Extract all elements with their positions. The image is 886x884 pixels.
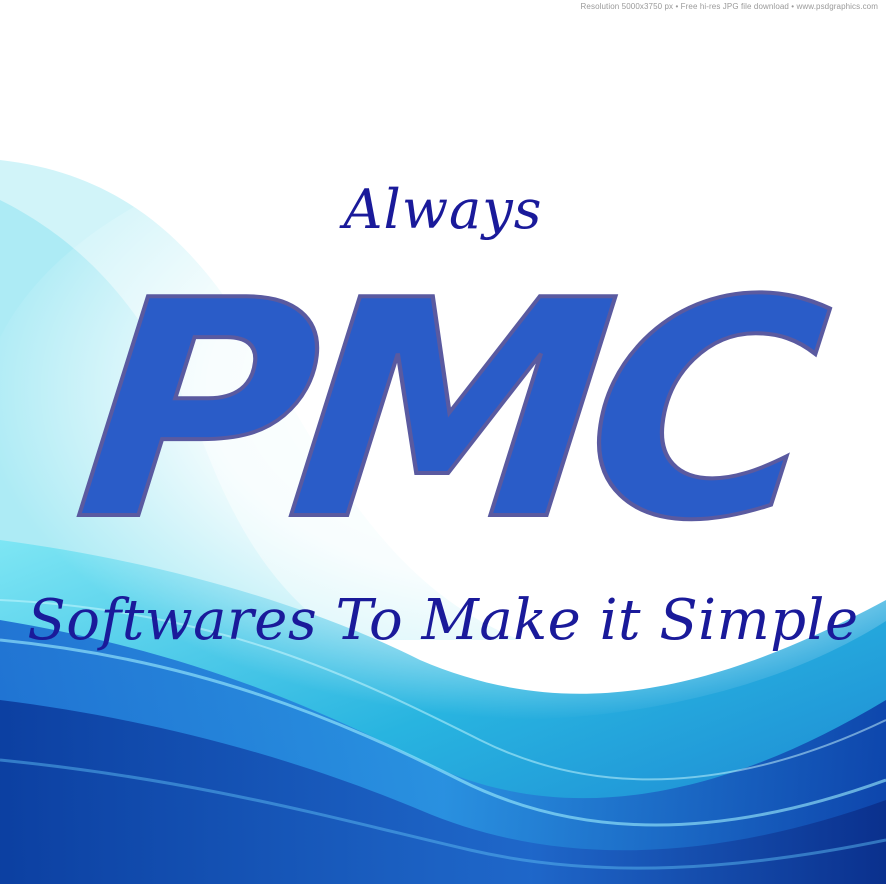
tagline-always: Always [343,178,543,241]
pmc-logo: PMC [0,235,886,588]
watermark-text: Resolution 5000x3750 px • Free hi-res JP… [580,2,878,11]
pmc-logo-text: PMC [62,235,823,588]
tagline-slogan: Softwares To Make it Simple [27,588,859,653]
